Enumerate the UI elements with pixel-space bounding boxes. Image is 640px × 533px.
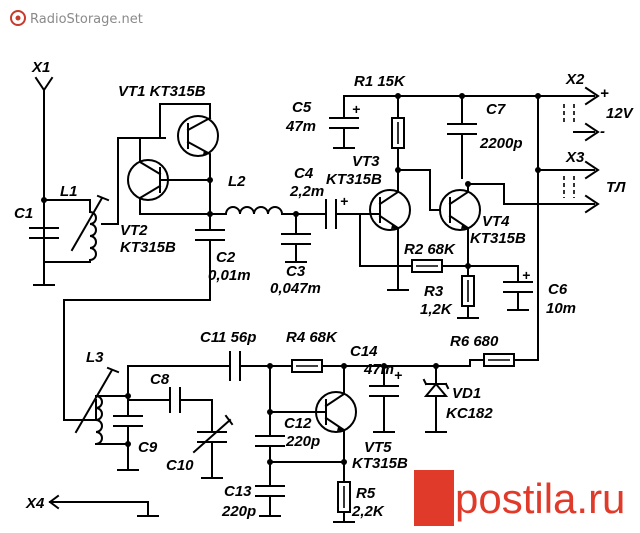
transistor-vt1 [159, 103, 219, 169]
inductor-l2 [219, 206, 327, 216]
resistor-r3 [457, 265, 479, 319]
capacitor-c3 [281, 213, 311, 263]
label-l1: L1 [60, 183, 78, 200]
svg-text:+: + [522, 267, 530, 283]
label-c12: C12 [284, 415, 312, 432]
capacitor-c11 [229, 351, 293, 381]
transistor-vt3 [369, 165, 411, 291]
label-r5: R5 [356, 485, 376, 502]
svg-text:+: + [340, 193, 348, 209]
label-12v: 12V [606, 105, 635, 122]
ground-l1 [33, 261, 55, 286]
label-c6-val: 10m [546, 300, 576, 317]
capacitor-c4: + [325, 193, 373, 229]
label-c10: C10 [166, 457, 194, 474]
label-r5-val: 2,2K [351, 503, 385, 520]
label-c11: C11 56p [200, 329, 256, 346]
label-c13-val: 220p [221, 503, 256, 520]
label-r2: R2 68K [404, 241, 456, 258]
capacitor-c2 [63, 213, 225, 421]
label-c2: C2 [216, 249, 236, 266]
transistor-vt2 [127, 137, 211, 215]
label-l3: L3 [86, 349, 104, 366]
label-c3: C3 [286, 263, 306, 280]
resistor-r5 [333, 481, 355, 523]
connector-x3 [537, 160, 600, 214]
capacitor-c7 [447, 95, 477, 179]
label-vt4: VT4 [482, 213, 510, 230]
connector-x2 [563, 86, 600, 142]
label-c3-val: 0,047m [270, 280, 321, 297]
label-vt1: VT1 KT315B [118, 83, 206, 100]
inductor-l1 [43, 194, 110, 263]
label-x1: X1 [31, 59, 50, 76]
label-vt2-type: KT315B [120, 239, 176, 256]
resistor-r6 [469, 353, 515, 367]
label-vt4-type: KT315B [470, 230, 526, 247]
label-c5-val: 47m [285, 118, 316, 135]
label-c2-val: 0,01m [208, 267, 251, 284]
label-vt5: VT5 [364, 439, 392, 456]
zener-vd1 [422, 365, 450, 433]
svg-text:+: + [394, 367, 402, 383]
capacitor-c9 [113, 395, 143, 471]
transistor-vt5 [269, 365, 357, 483]
label-plus-x2: + [600, 85, 609, 102]
label-minus-x2: - [600, 123, 605, 140]
label-r3: R3 [424, 283, 444, 300]
label-c7-val: 2200p [479, 135, 523, 152]
label-c6: C6 [548, 281, 568, 298]
label-c8: C8 [150, 371, 170, 388]
label-c9: C9 [138, 439, 158, 456]
label-vt3-type: KT315B [326, 171, 382, 188]
watermark-logo [10, 10, 26, 26]
inductor-l3 [74, 365, 231, 446]
label-c4-val: 2,2m [289, 183, 324, 200]
label-c5: C5 [292, 99, 312, 116]
label-vd1-type: KC182 [446, 405, 493, 422]
label-vd1: VD1 [452, 385, 481, 402]
label-r4: R4 68K [286, 329, 338, 346]
capacitor-c1 [29, 227, 59, 239]
resistor-r1 [391, 95, 405, 167]
label-r1: R1 15K [354, 73, 406, 90]
rail-right [515, 95, 539, 361]
label-vt2: VT2 [120, 222, 148, 239]
label-tl: ТЛ [606, 179, 626, 196]
label-c7: C7 [486, 101, 506, 118]
label-r3-val: 1,2K [420, 301, 453, 318]
capacitor-c12 [255, 365, 285, 487]
label-c14: C14 [350, 343, 378, 360]
label-x3: X3 [565, 149, 585, 166]
label-vt3: VT3 [352, 153, 380, 170]
label-c1: C1 [14, 205, 33, 222]
svg-text:postila.ru: postila.ru [455, 475, 625, 522]
capacitor-c14: + [369, 365, 402, 433]
label-c12-val: 220p [285, 433, 320, 450]
antenna-x1 [34, 76, 54, 263]
label-vt5-type: KT315B [352, 455, 408, 472]
label-r6: R6 680 [450, 333, 499, 350]
capacitor-c8 [127, 387, 213, 433]
svg-text:+: + [352, 101, 360, 117]
capacitor-c5: + [329, 95, 360, 149]
label-x4: X4 [25, 495, 45, 512]
capacitor-c10 [192, 414, 234, 479]
label-c13: C13 [224, 483, 252, 500]
capacitor-c13 [255, 485, 285, 517]
label-x2: X2 [565, 71, 585, 88]
capacitor-c6: + [503, 267, 533, 311]
label-l2: L2 [228, 173, 246, 190]
stamp-postila: postila.ru [414, 470, 625, 526]
connector-x4 [48, 494, 159, 517]
watermark-text: RadioStorage.net [30, 12, 143, 27]
label-c14-val: 47m [363, 361, 394, 378]
label-c4: C4 [294, 165, 314, 182]
